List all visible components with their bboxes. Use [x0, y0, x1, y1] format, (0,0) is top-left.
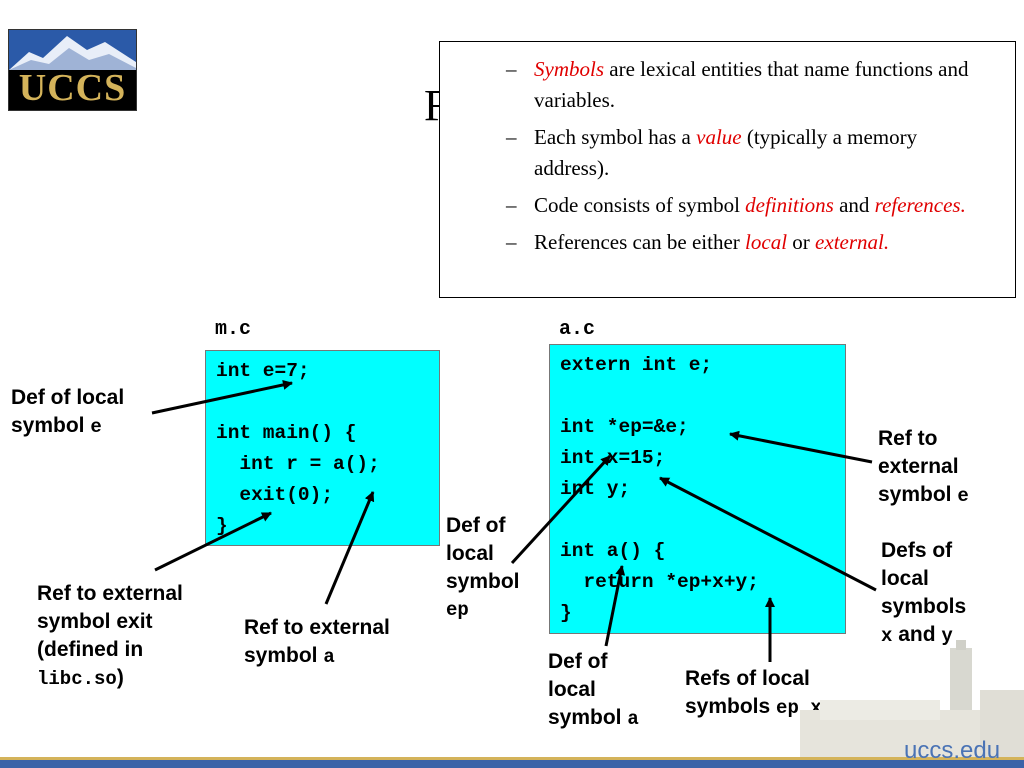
definition-item: –References can be either local or exter… — [506, 227, 986, 258]
annotation-line: symbol — [548, 706, 628, 729]
annotation-defs-local-xy: Defs of local symbols x and y — [881, 537, 966, 650]
annotation-line: Ref to external — [37, 582, 183, 605]
footer-gold-bar — [0, 757, 1024, 760]
code-line: } — [216, 515, 228, 537]
campus-building-image — [800, 640, 1024, 758]
annotation-line: ) — [116, 666, 124, 689]
annotation-line: local — [446, 542, 494, 565]
term-external: external — [815, 230, 884, 254]
annotation-ref-ext-exit: Ref to external symbol exit (defined in … — [37, 580, 183, 693]
annotation-line: symbol exit — [37, 610, 153, 633]
arrow-ref-ext-e — [729, 430, 873, 464]
definition-text: References can be either — [534, 230, 746, 254]
definition-text: (typically a memory address). — [534, 125, 918, 180]
code-box-mc: int e=7; int main() { int r = a(); exit(… — [205, 350, 440, 546]
annotation-line: symbol — [446, 570, 520, 593]
bullet-dash: – — [506, 125, 517, 149]
code-line: int *ep=&e; — [560, 416, 689, 438]
annotation-def-local-ep: Def of local symbol ep — [446, 512, 520, 624]
symbol-name: x — [881, 625, 893, 647]
definition-text: . — [883, 230, 890, 254]
annotation-line: Def of — [548, 650, 608, 673]
annotation-line: (defined in — [37, 638, 144, 661]
definition-item: –Each symbol has a value (typically a me… — [506, 122, 986, 184]
definition-text: Each symbol has a — [534, 125, 697, 149]
arrow-def-local-ep — [510, 454, 612, 565]
code-line: int x=15; — [560, 447, 666, 469]
term-definitions: definitions — [745, 193, 834, 217]
code-line: int e=7; — [216, 360, 310, 382]
arrow-def-local-e — [151, 379, 293, 415]
annotation-line: symbols — [685, 695, 777, 718]
definition-box: –Symbols are lexical entities that name … — [439, 41, 1016, 298]
symbol-name: y — [941, 625, 953, 647]
annotation-line: Def of local — [11, 386, 125, 409]
footer-site-link[interactable]: uccs.edu — [904, 737, 1001, 764]
symbol-name: libc.so — [37, 668, 117, 690]
annotation-line: Def of — [446, 514, 506, 537]
bullet-dash: – — [506, 57, 517, 81]
logo-wordmark: UCCS — [18, 67, 127, 109]
code-line: int r = a(); — [216, 453, 380, 475]
annotation-line: symbol — [11, 414, 91, 437]
annotation-ref-ext-a: Ref to external symbol a — [244, 614, 390, 671]
code-line: } — [560, 602, 572, 624]
annotation-ref-ext-e: Ref to external symbol e — [878, 425, 969, 510]
annotation-def-local-e: Def of local symbol e — [11, 384, 124, 441]
symbol-name: a — [323, 646, 335, 668]
symbol-name: e — [90, 416, 102, 438]
definition-text: and — [833, 193, 875, 217]
definition-text: . — [960, 193, 966, 217]
term-local: local — [745, 230, 788, 254]
code-line: exit(0); — [216, 484, 334, 506]
definition-text: Code consists of symbol — [534, 193, 746, 217]
symbol-name: a — [627, 708, 639, 730]
term-value: value — [696, 125, 742, 149]
definition-text: are lexical entities that name functions… — [534, 57, 969, 112]
annotation-line: local — [881, 567, 929, 590]
definition-item: –Code consists of symbol definitions and… — [506, 190, 986, 221]
arrow-defs-local-xy — [659, 476, 877, 592]
annotation-line: symbol — [878, 483, 958, 506]
bullet-dash: – — [506, 193, 517, 217]
annotation-def-local-a: Def of local symbol a — [548, 648, 639, 733]
arrow-ref-ext-a — [324, 491, 375, 605]
annotation-line: and — [892, 623, 942, 646]
definition-item: –Symbols are lexical entities that name … — [506, 54, 986, 116]
arrow-ref-ext-exit — [154, 511, 272, 572]
uccs-logo: UCCS — [8, 29, 137, 111]
symbol-name: e — [957, 485, 969, 507]
annotation-line: Ref to external — [244, 616, 390, 639]
code-line: int a() { — [560, 540, 666, 562]
mountain-icon — [9, 30, 136, 70]
annotation-line: symbol — [244, 644, 324, 667]
annotation-line: external — [878, 455, 959, 478]
term-references: references — [874, 193, 961, 217]
symbol-name: ep — [446, 599, 469, 621]
annotation-line: Refs of local — [685, 667, 810, 690]
arrow-def-local-a — [604, 565, 626, 647]
bullet-dash: – — [506, 230, 517, 254]
annotation-line: symbols — [881, 595, 967, 618]
annotation-line: local — [548, 678, 596, 701]
footer-blue-bar — [0, 760, 1024, 768]
definition-list: –Symbols are lexical entities that name … — [506, 54, 986, 264]
definition-text: or — [787, 230, 816, 254]
code-line: extern int e; — [560, 354, 713, 376]
annotation-line: Defs of — [881, 539, 953, 562]
file-label-ac: a.c — [559, 318, 596, 341]
term-symbols: Symbols — [534, 57, 604, 81]
file-label-mc: m.c — [215, 318, 252, 341]
code-line: int main() { — [216, 422, 357, 444]
annotation-line: Ref to — [878, 427, 938, 450]
